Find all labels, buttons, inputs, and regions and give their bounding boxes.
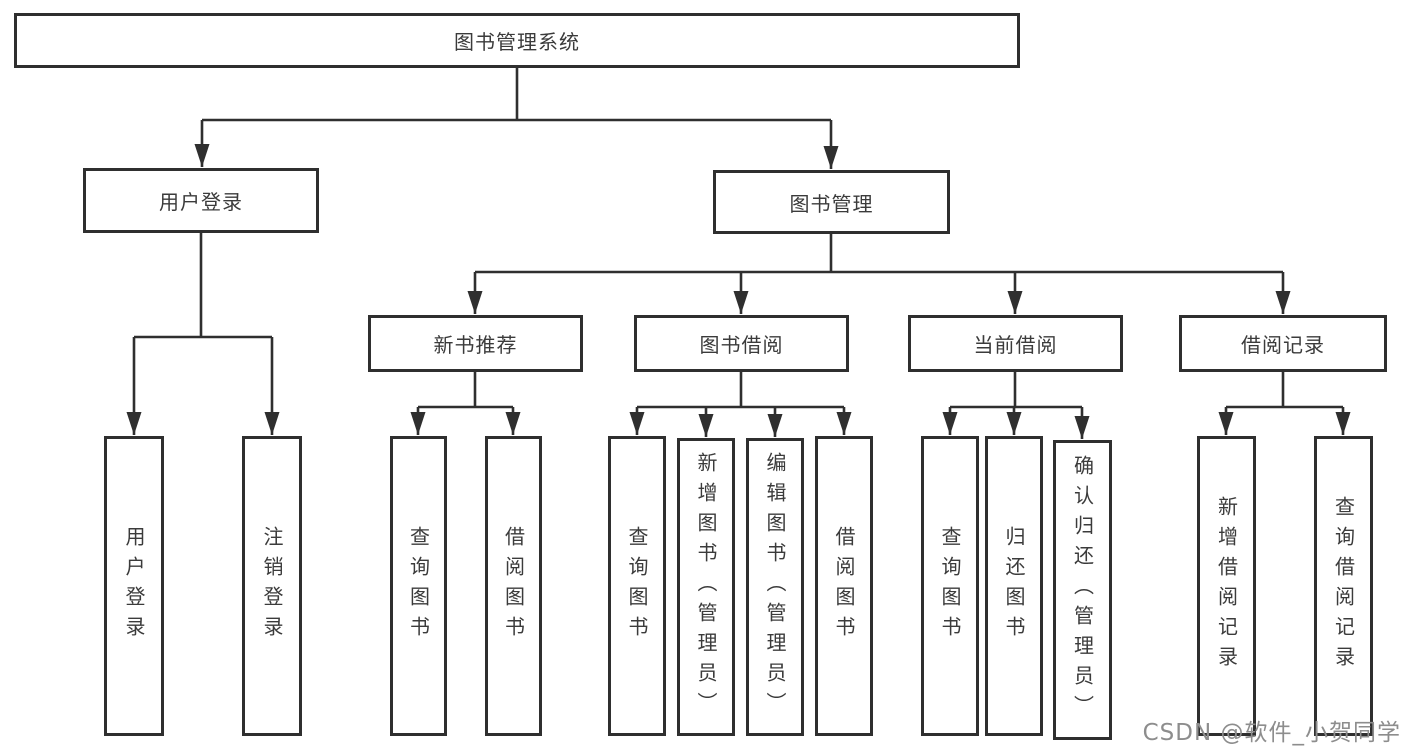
arrowhead-down-icon [767, 414, 783, 437]
arrowhead-down-icon [698, 414, 714, 437]
node-leaf-borrow-books-borrowing: 借阅图书 [815, 436, 873, 736]
node-leaf-query-books-borrowing: 查询图书 [608, 436, 666, 736]
arrowhead-down-icon [126, 412, 142, 435]
arrowhead-down-icon [194, 144, 210, 167]
node-borrowing-records: 借阅记录 [1179, 315, 1387, 372]
arrowhead-down-icon [629, 412, 645, 435]
arrowhead-down-icon [410, 412, 426, 435]
arrowhead-down-icon [823, 146, 839, 169]
node-book-management: 图书管理 [713, 170, 950, 234]
node-leaf-logout: 注销登录 [242, 436, 302, 736]
node-current-borrowing: 当前借阅 [908, 315, 1123, 372]
arrowhead-down-icon [733, 291, 749, 314]
arrowhead-down-icon [467, 291, 483, 314]
arrowhead-down-icon [836, 412, 852, 435]
node-new-book-recommend: 新书推荐 [368, 315, 583, 372]
watermark: CSDN @软件_小贺同学 [1142, 720, 1401, 746]
node-leaf-add-borrow-record: 新增借阅记录 [1197, 436, 1256, 736]
arrowhead-down-icon [264, 412, 280, 435]
node-leaf-borrow-books-recommend: 借阅图书 [485, 436, 542, 736]
arrowhead-down-icon [1275, 291, 1291, 314]
node-leaf-query-books-recommend: 查询图书 [390, 436, 447, 736]
arrowhead-down-icon [1007, 291, 1023, 314]
node-leaf-return-books: 归还图书 [985, 436, 1043, 736]
node-leaf-edit-books-admin: 编辑图书（管理员） [746, 438, 804, 736]
node-user-login: 用户登录 [83, 168, 319, 233]
arrowhead-down-icon [1074, 416, 1090, 439]
node-leaf-user-login: 用户登录 [104, 436, 164, 736]
node-leaf-add-books-admin: 新增图书（管理员） [677, 438, 735, 736]
arrowhead-down-icon [1335, 412, 1351, 435]
arrowhead-down-icon [505, 412, 521, 435]
node-leaf-query-books-current: 查询图书 [921, 436, 979, 736]
arrowhead-down-icon [1218, 412, 1234, 435]
node-leaf-query-borrow-record: 查询借阅记录 [1314, 436, 1373, 736]
arrowhead-down-icon [942, 412, 958, 435]
node-book-borrowing: 图书借阅 [634, 315, 849, 372]
node-system-root: 图书管理系统 [14, 13, 1020, 68]
arrowhead-down-icon [1006, 412, 1022, 435]
node-leaf-confirm-return-admin: 确认归还（管理员） [1053, 440, 1112, 740]
